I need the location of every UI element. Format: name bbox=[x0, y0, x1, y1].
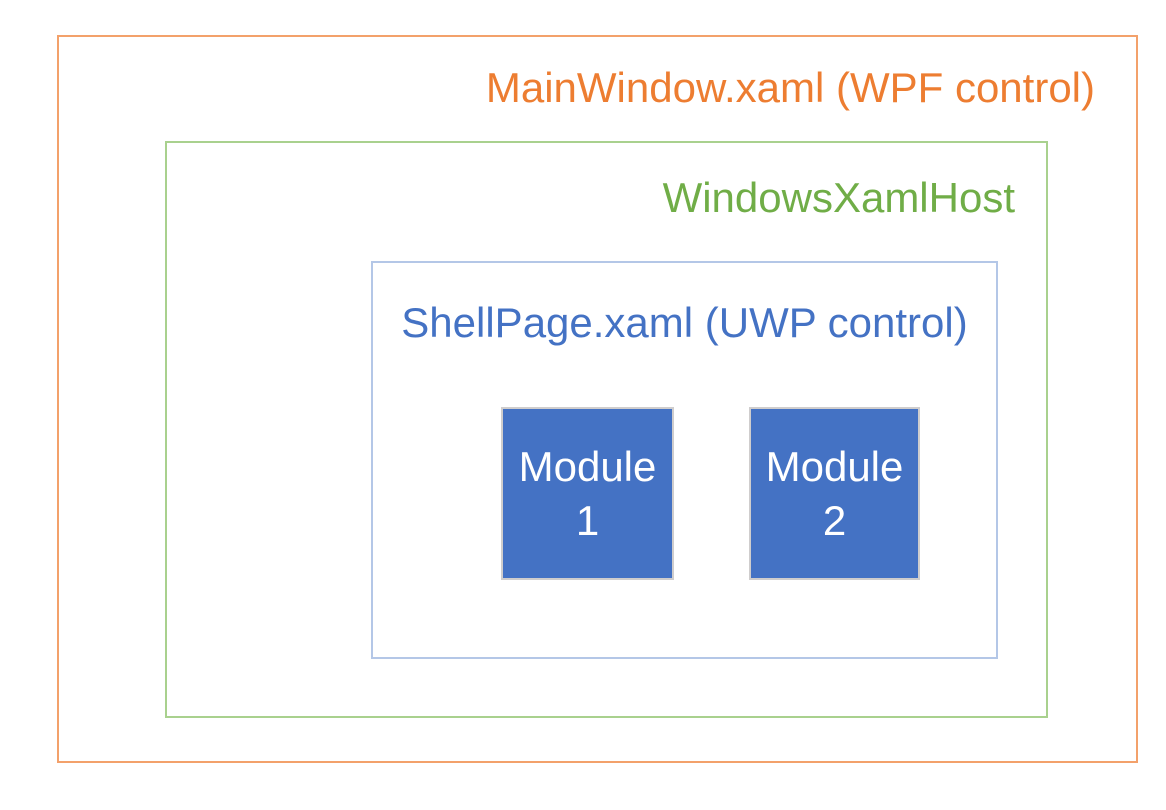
module-2-box: Module 2 bbox=[749, 407, 920, 580]
module-1-label: Module 1 bbox=[519, 440, 657, 548]
module-2-label: Module 2 bbox=[766, 440, 904, 548]
module-1-label-line1: Module bbox=[518, 442, 657, 490]
module-1-box: Module 1 bbox=[501, 407, 674, 580]
module-2-label-line2: 2 bbox=[822, 496, 847, 544]
module-1-label-line2: 1 bbox=[575, 496, 600, 544]
windowsxamlhost-box: WindowsXamlHost ShellPage.xaml (UWP cont… bbox=[165, 141, 1048, 718]
shellpage-uwp-box: ShellPage.xaml (UWP control) Module 1 Mo… bbox=[371, 261, 998, 659]
windowsxamlhost-label: WindowsXamlHost bbox=[662, 174, 1015, 221]
mainwindow-wpf-label: MainWindow.xaml (WPF control) bbox=[485, 64, 1095, 111]
mainwindow-wpf-box: MainWindow.xaml (WPF control) WindowsXam… bbox=[57, 35, 1138, 763]
shellpage-uwp-label: ShellPage.xaml (UWP control) bbox=[401, 299, 968, 346]
module-2-label-line1: Module bbox=[765, 442, 904, 490]
